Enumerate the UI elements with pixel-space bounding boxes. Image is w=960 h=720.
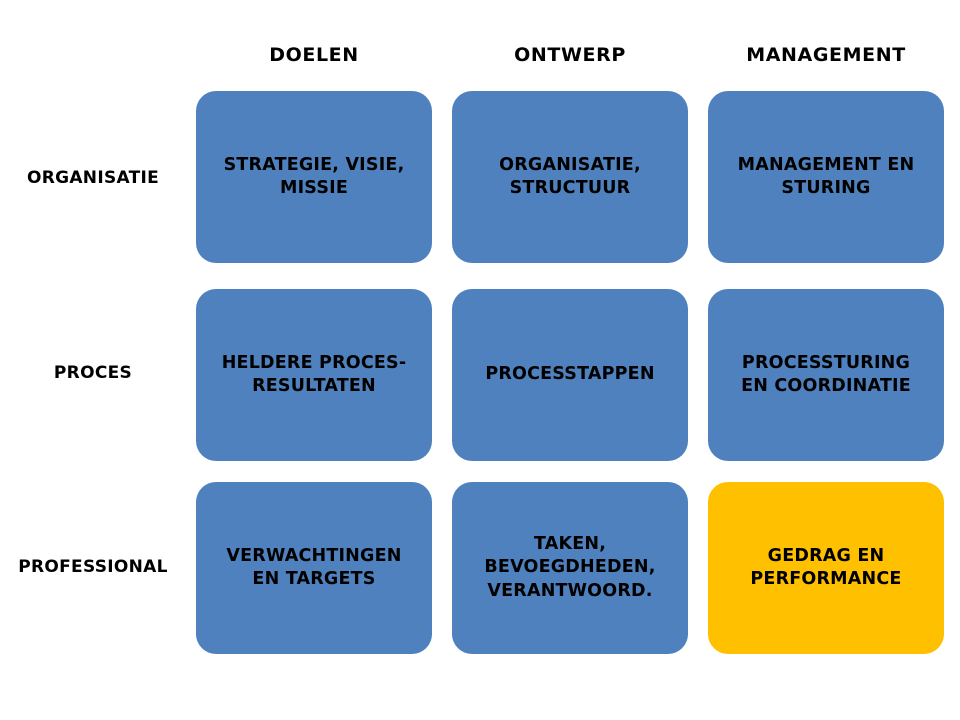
cell-proces-management[interactable]: PROCESSTURING EN COORDINATIE <box>708 289 944 461</box>
cell-organisatie-doelen[interactable]: STRATEGIE, VISIE, MISSIE <box>196 91 432 263</box>
cell-professional-ontwerp[interactable]: TAKEN, BEVOEGDHEDEN, VERANTWOORD. <box>452 482 688 654</box>
cell-proces-doelen[interactable]: HELDERE PROCES- RESULTATEN <box>196 289 432 461</box>
column-header-doelen: DOELEN <box>269 44 359 66</box>
cell-proces-ontwerp[interactable]: PROCESSTAPPEN <box>452 289 688 461</box>
cell-label: STRATEGIE, VISIE, MISSIE <box>223 154 405 198</box>
cell-organisatie-ontwerp[interactable]: ORGANISATIE, STRUCTUUR <box>452 91 688 263</box>
cell-label: TAKEN, BEVOEGDHEDEN, VERANTWOORD. <box>484 534 656 601</box>
cell-label: MANAGEMENT EN STURING <box>737 154 915 198</box>
cell-professional-management[interactable]: GEDRAG EN PERFORMANCE <box>708 482 944 654</box>
cell-label: GEDRAG EN PERFORMANCE <box>750 545 902 589</box>
column-header-ontwerp: ONTWERP <box>514 44 626 66</box>
row-label-proces: PROCES <box>53 363 133 383</box>
cell-organisatie-management[interactable]: MANAGEMENT EN STURING <box>708 91 944 263</box>
cell-label: PROCESSTURING EN COORDINATIE <box>741 352 911 396</box>
column-header-management: MANAGEMENT <box>746 44 906 66</box>
cell-label: ORGANISATIE, STRUCTUUR <box>499 154 641 198</box>
cell-label: HELDERE PROCES- RESULTATEN <box>221 352 407 396</box>
row-label-professional: PROFESSIONAL <box>18 557 168 577</box>
cell-label: PROCESSTAPPEN <box>485 364 655 385</box>
row-label-organisatie: ORGANISATIE <box>26 168 160 188</box>
cell-professional-doelen[interactable]: VERWACHTINGEN EN TARGETS <box>196 482 432 654</box>
cell-label: VERWACHTINGEN EN TARGETS <box>226 545 402 589</box>
